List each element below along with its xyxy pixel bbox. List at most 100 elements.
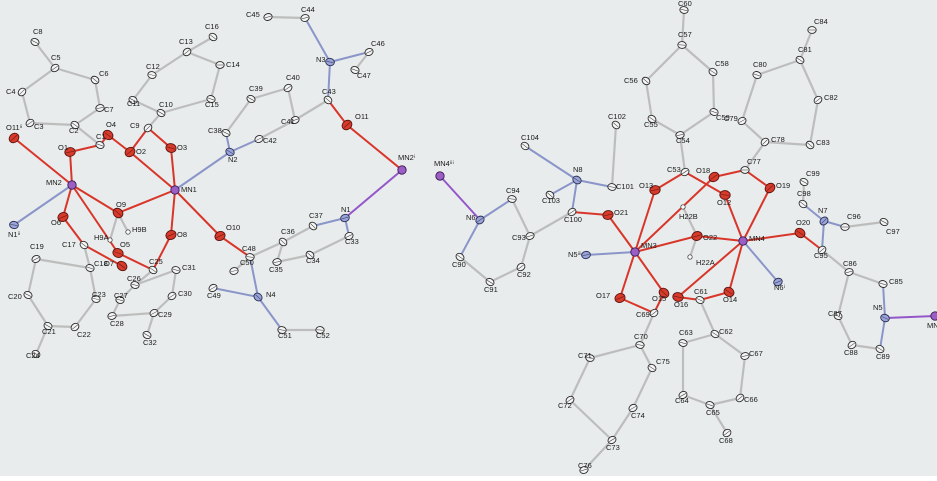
bond-C44-C45 [268,17,305,18]
atom-label: C39 [249,84,263,93]
atom-label: O11 [355,112,369,121]
atom-label: C38 [208,126,222,135]
atom-label: C8 [33,27,43,36]
atom-label: O11ⁱⁱ [6,123,22,132]
atom-label: O19 [776,181,790,190]
atom-C94 [507,195,516,203]
atom-label: C48 [242,244,256,253]
atom-label: N1 [341,205,351,214]
atom-label: O21 [614,208,628,217]
atom-label: C54 [676,136,690,145]
atom-label: C12 [146,62,160,71]
atom-label: C64 [675,396,689,405]
atom-label: N4 [266,290,276,299]
atom-label: C6 [99,69,109,78]
atom-label: O10 [226,223,240,232]
atom-label: N1ⁱⁱ [8,230,20,239]
atom-label: C5 [51,53,61,62]
atom-label: O16 [674,300,688,309]
atom-label: C19 [30,242,44,251]
atom-label: N6ⁱ [774,283,785,292]
atom-C84 [808,27,817,34]
atom-ellipsoid [126,230,131,235]
atom-label: O9 [116,200,126,209]
atom-label: C17 [62,240,76,249]
atom-label: O18 [696,166,710,175]
atom-label: C50 [240,258,254,267]
atom-label: MN4 [749,234,765,243]
atom-label: C72 [558,401,572,410]
atom-label: C97 [886,227,900,236]
atom-label: C44 [301,5,315,14]
atom-label: C45 [246,10,260,19]
atom-label: MN3 [641,241,657,250]
atom-label: C4 [6,87,16,96]
atom-label: C76 [578,461,592,470]
atom-label: C20 [8,292,22,301]
atom-label: C86 [843,259,857,268]
atom-label: O13 [639,181,653,190]
atom-label: O12 [717,198,731,207]
atom-label: C10 [159,100,173,109]
atom-label: C53 [667,165,681,174]
atom-H9B [126,230,131,235]
atom-label: C75 [656,357,670,366]
atom-label: C33 [345,237,359,246]
atom-label: O6 [51,218,61,227]
atom-label: C42 [263,136,277,145]
atom-label: C89 [876,352,890,361]
atom-label: C96 [847,212,861,221]
atom-C57 [678,41,687,48]
atom-label: C28 [110,319,124,328]
atom-label: MN1 [181,185,197,194]
atom-label: C21 [42,327,56,336]
atom-label: C57 [678,30,692,39]
atom-label: C65 [706,408,720,417]
atom-label: MN2 [46,178,62,187]
atom-label: N8 [573,165,583,174]
atom-label: C100 [564,215,582,224]
atom-label: C46 [371,39,385,48]
atom-label: C30 [178,289,192,298]
atom-label: C61 [694,287,708,296]
atom-label: C92 [517,270,531,279]
atom-label: C13 [179,37,193,46]
atom-label: O5 [120,240,130,249]
atom-label: C67 [749,349,763,358]
atom-C96 [841,224,850,231]
atom-label: C79 [724,114,738,123]
atom-label: MN4ⁱⁱⁱ [434,159,454,168]
atom-label: O4 [106,120,116,129]
atom-label: C60 [678,0,692,8]
atom-label: C37 [309,211,323,220]
atom-label: N7 [818,206,828,215]
atom-label: C91 [484,285,498,294]
atom-label: C58 [715,59,729,68]
atom-label: C93 [512,233,526,242]
atom-label: C31 [182,263,196,272]
atom-label: O1 [58,143,68,152]
atom-label: C83 [816,138,830,147]
atom-label: O15 [652,294,666,303]
atom-label: C2 [69,126,79,135]
atom-label: C29 [158,310,172,319]
atom-label: C95 [814,251,828,260]
atom-label: C3 [34,122,44,131]
atom-C77 [741,167,749,174]
atom-label: C14 [226,60,240,69]
atom-label: C103 [542,196,560,205]
atom-label: C98 [797,189,811,198]
atom-label: H9A [94,233,109,242]
atom-label: C63 [679,328,693,337]
atom-label: C88 [844,348,858,357]
atom-label: C78 [771,135,785,144]
atom-label: C41 [281,117,295,126]
atom-label: C102 [608,112,626,121]
atom-label: MN2ⁱ [398,153,415,162]
atom-C14 [216,62,224,69]
atom-label: C9 [130,121,140,130]
atom-label: C23 [92,290,106,299]
